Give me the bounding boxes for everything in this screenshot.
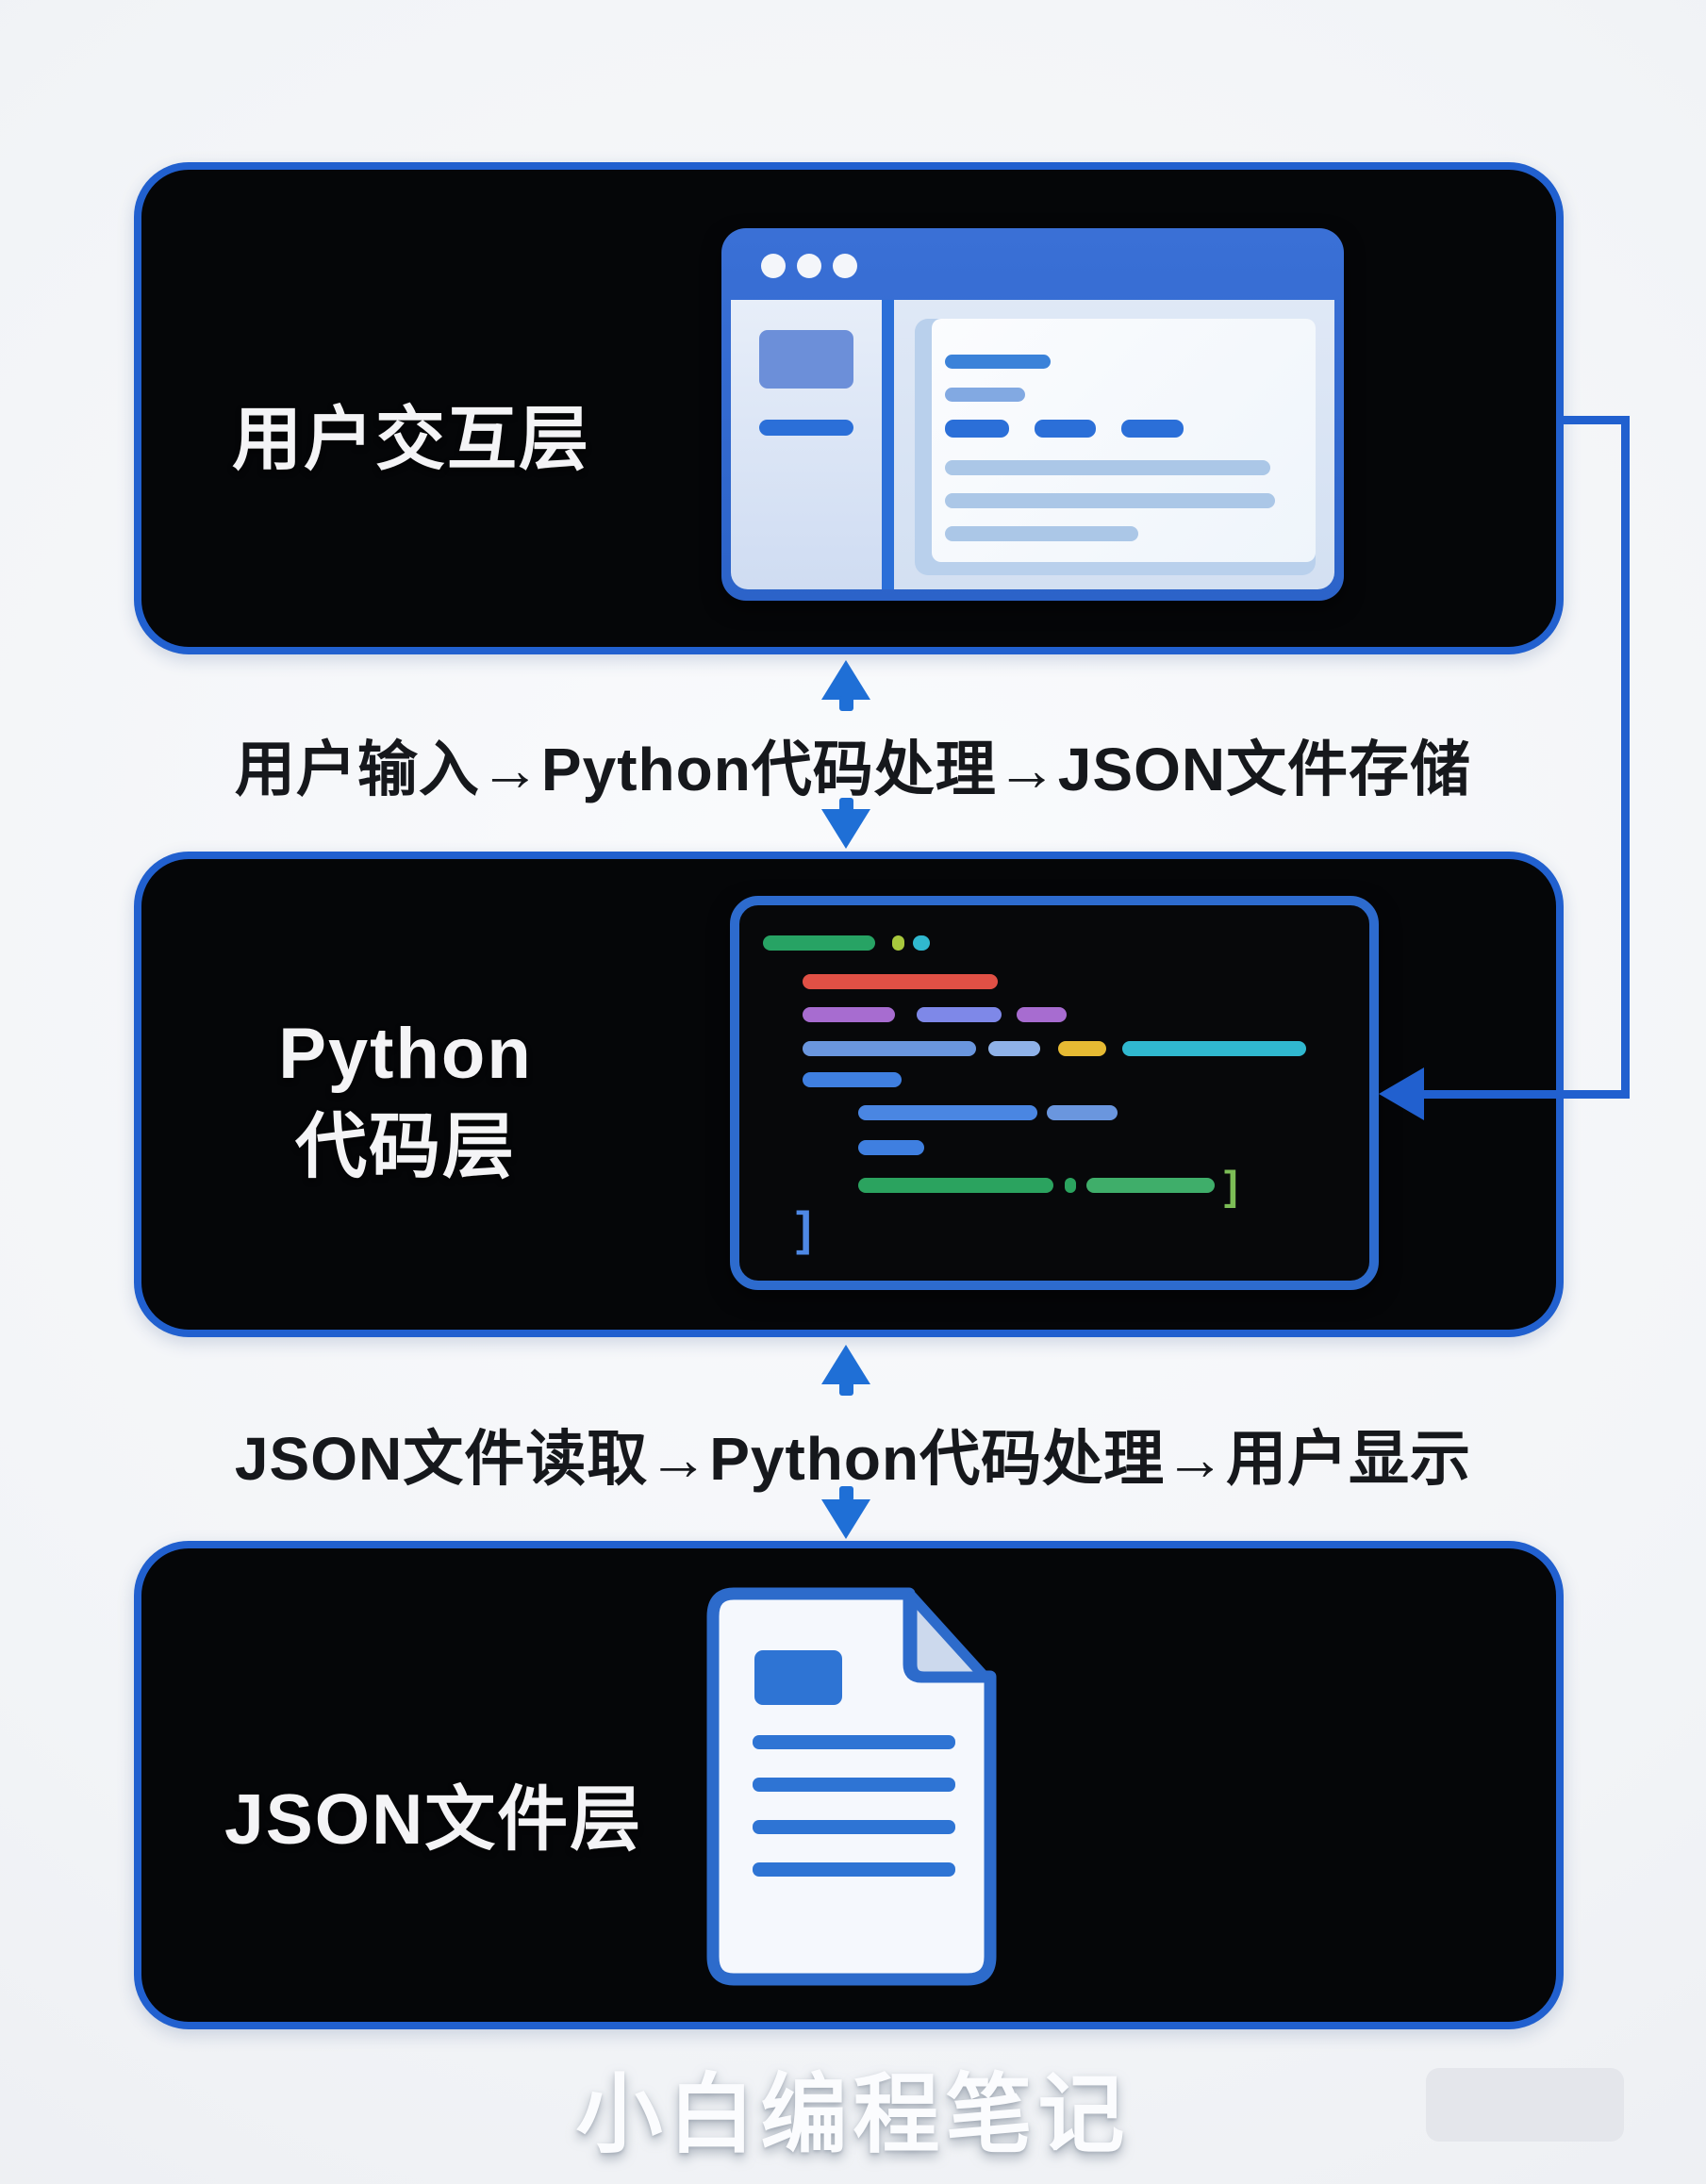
document-text-line <box>753 1862 955 1877</box>
code-bracket-blue: ] <box>796 1202 812 1255</box>
connector-arrowhead-icon <box>1379 1067 1424 1120</box>
browser-sidebar <box>731 300 882 589</box>
content-card-page <box>932 319 1316 562</box>
down-arrow-icon <box>821 1499 870 1539</box>
code-token <box>858 1178 1053 1193</box>
layer-title-user-interaction: 用户交互层 <box>232 400 590 478</box>
browser-body <box>731 300 1334 589</box>
code-token <box>803 1041 976 1056</box>
up-arrow-icon <box>821 1345 870 1384</box>
flow-label-read-to-display: JSON文件读取→Python代码处理→用户显示 <box>234 1425 1472 1493</box>
code-token <box>988 1041 1040 1056</box>
layer-box-user-interaction: 用户交互层 <box>134 162 1564 654</box>
document-text-line <box>753 1820 955 1834</box>
document-text-line <box>753 1778 955 1792</box>
window-dot-icon <box>797 254 821 278</box>
content-card <box>915 319 1316 575</box>
down-arrow-icon <box>821 809 870 849</box>
up-arrow-shaft <box>839 1381 853 1396</box>
layer-title-python-line2: 代码层 <box>295 1106 516 1187</box>
layer-title-python-line1: Python <box>278 1014 533 1094</box>
layer-box-python-code: Python 代码层 ] ] <box>134 852 1564 1337</box>
browser-window-icon <box>721 228 1344 601</box>
content-dash <box>945 420 1009 438</box>
up-arrow-shaft <box>839 696 853 711</box>
corner-badge <box>1426 2068 1624 2142</box>
code-token <box>917 1007 1002 1022</box>
code-line <box>858 1140 924 1155</box>
content-dash <box>1121 420 1184 438</box>
window-dot-icon <box>761 254 786 278</box>
content-line <box>945 493 1275 508</box>
content-line <box>945 526 1138 541</box>
down-arrow-shaft <box>839 1486 853 1501</box>
content-line <box>945 388 1025 402</box>
connector-segment-in <box>1415 1090 1630 1099</box>
code-token <box>1086 1178 1215 1193</box>
code-token <box>858 1105 1037 1120</box>
document-fold <box>906 1591 990 1682</box>
code-line <box>763 935 875 951</box>
code-token <box>892 935 904 951</box>
content-line <box>945 460 1270 475</box>
code-token <box>1122 1041 1306 1056</box>
document-text-line <box>753 1735 955 1749</box>
code-token <box>1047 1105 1118 1120</box>
flow-label-input-to-storage: 用户输入→Python代码处理→JSON文件存储 <box>234 736 1472 803</box>
code-token <box>1065 1178 1076 1193</box>
code-line <box>803 1072 902 1087</box>
window-dot-icon <box>833 254 857 278</box>
code-line <box>803 974 998 989</box>
code-token <box>1058 1041 1106 1056</box>
content-line <box>945 355 1051 369</box>
document-title-block <box>754 1650 842 1705</box>
connector-segment-down <box>1621 416 1630 1095</box>
sidebar-menu-line <box>759 420 853 436</box>
code-token <box>803 1007 895 1022</box>
browser-divider <box>882 300 894 589</box>
code-editor-icon: ] ] <box>730 896 1379 1290</box>
code-token <box>913 935 930 951</box>
layer-title-json-file: JSON文件层 <box>224 1779 643 1859</box>
watermark-text: 小白编程笔记 <box>575 2067 1131 2163</box>
content-dash <box>1035 420 1096 438</box>
layer-box-json-file: JSON文件层 <box>134 1541 1564 2029</box>
layer-title-python-code: Python 代码层 <box>198 1008 613 1195</box>
sidebar-thumbnail <box>759 330 853 389</box>
code-token <box>1017 1007 1067 1022</box>
browser-content <box>894 300 1334 589</box>
up-arrow-icon <box>821 660 870 700</box>
connector-segment-out <box>1564 416 1630 424</box>
code-bracket-green: ] <box>1224 1163 1238 1209</box>
json-document-icon <box>705 1587 1002 1992</box>
